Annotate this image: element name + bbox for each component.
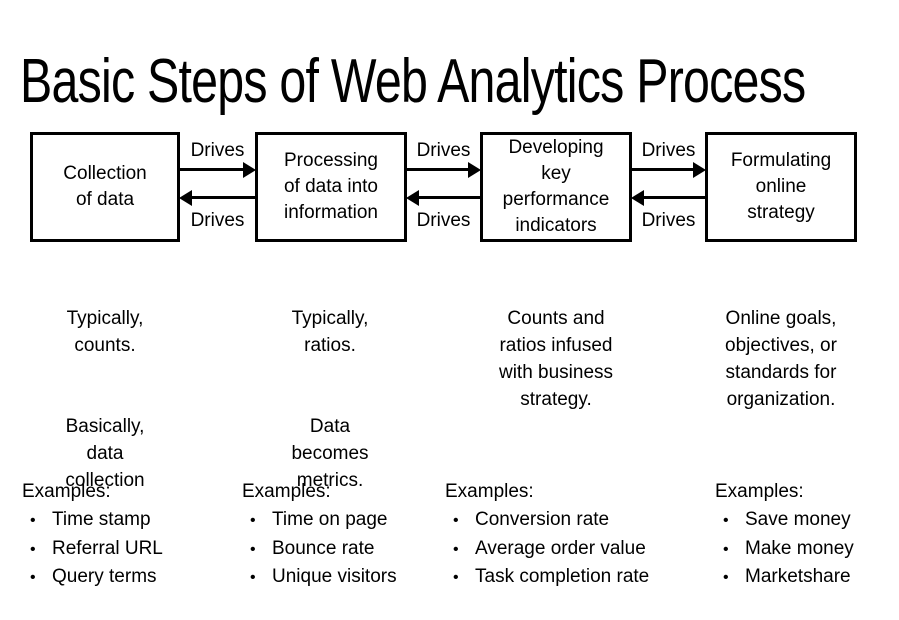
arrow-left-icon [179,189,192,206]
description-kpis: Counts and ratios infused with business … [456,278,656,467]
bullet-icon: • [723,512,729,529]
bullet-icon: • [250,512,256,529]
examples-collection: Examples: • Time stamp • Referral URL • Que… [22,478,163,592]
description-strategy: Online goals, objectives, or standards f… [681,278,881,467]
examples-list: • Conversion rate • Average order value • T… [445,506,649,592]
connector-2: Drives Drives [406,132,481,242]
connector-1: Drives Drives [179,132,256,242]
drives-label-bottom-2: Drives [416,210,471,231]
example-item-label: Conversion rate [475,509,610,530]
arrow-right-icon [693,161,706,178]
examples-heading: Examples: [715,481,804,502]
example-item: • Average order value [445,535,649,564]
example-item-label: Make money [745,537,854,559]
arrow-right-icon [243,161,256,178]
description-primary: Online goals, objectives, or standards f… [725,308,837,410]
arrow-right-icon [468,161,481,178]
description-processing: Typically, ratios. Data becomes metrics. [230,278,430,521]
examples-list: • Time on page • Bounce rate • Unique visit… [242,506,397,592]
description-primary: Typically, ratios. [291,308,369,356]
example-item: • Make money [715,535,854,564]
bullet-icon: • [453,512,459,529]
description-secondary: Basically, data collection [65,416,145,491]
bullet-icon: • [453,540,459,558]
examples-strategy: Examples: • Save money • Make money • Marke… [715,478,854,592]
examples-heading: Examples: [242,481,331,502]
bullet-icon: • [250,569,256,586]
example-item-label: Save money [745,509,851,530]
box-processing-of-data: Processing of data into information [255,132,407,242]
examples-heading: Examples: [445,481,534,502]
examples-list: • Time stamp • Referral URL • Query terms [22,506,163,592]
bullet-icon: • [723,540,729,558]
bullet-icon: • [453,569,459,586]
example-item-label: Time stamp [52,509,151,530]
arrow-forward-line-2 [407,168,474,171]
bullet-icon: • [30,569,36,586]
example-item-label: Time on page [272,509,388,530]
example-item: • Conversion rate [445,506,649,535]
description-collection: Typically, counts. Basically, data colle… [5,278,205,521]
example-item-label: Query terms [52,566,157,587]
example-item: • Save money [715,506,854,535]
description-primary: Typically, counts. [66,308,144,356]
arrow-back-line-1 [186,196,255,199]
drives-label-bottom-3: Drives [641,210,696,231]
examples-kpis: Examples: • Conversion rate • Average orde… [445,478,649,592]
examples-processing: Examples: • Time on page • Bounce rate • Un… [242,478,397,592]
drives-label-top-1: Drives [190,140,245,161]
example-item: • Query terms [22,563,163,592]
example-item-label: Task completion rate [475,566,650,587]
example-item-label: Average order value [475,537,646,559]
examples-heading: Examples: [22,481,111,502]
example-item: • Bounce rate [242,535,397,564]
page-title: Basic Steps of Web Analytics Process [20,46,806,116]
example-item-label: Bounce rate [272,537,375,559]
example-item: • Marketshare [715,563,854,592]
drives-label-top-3: Drives [641,140,696,161]
examples-list: • Save money • Make money • Marketshare [715,506,854,592]
example-item: • Task completion rate [445,563,649,592]
connector-3: Drives Drives [631,132,706,242]
bullet-icon: • [250,540,256,558]
box-formulating-strategy: Formulating online strategy [705,132,857,242]
drives-label-bottom-1: Drives [190,210,245,231]
box-developing-kpis: Developing key performance indicators [480,132,632,242]
bullet-icon: • [30,512,36,529]
arrow-forward-line-1 [180,168,249,171]
box-collection-of-data: Collection of data [30,132,180,242]
arrow-back-line-3 [638,196,705,199]
example-item: • Referral URL [22,535,163,564]
description-secondary: Data becomes metrics. [291,416,369,491]
example-item-label: Unique visitors [272,566,397,587]
arrow-back-line-2 [413,196,480,199]
drives-label-top-2: Drives [416,140,471,161]
bullet-icon: • [723,569,729,586]
description-primary: Counts and ratios infused with business … [498,308,614,410]
example-item: • Time stamp [22,506,163,535]
arrow-left-icon [631,189,644,206]
arrow-forward-line-3 [632,168,699,171]
arrow-left-icon [406,189,419,206]
example-item: • Unique visitors [242,563,397,592]
bullet-icon: • [30,540,36,558]
example-item-label: Marketshare [745,566,851,587]
example-item-label: Referral URL [52,537,163,559]
example-item: • Time on page [242,506,397,535]
